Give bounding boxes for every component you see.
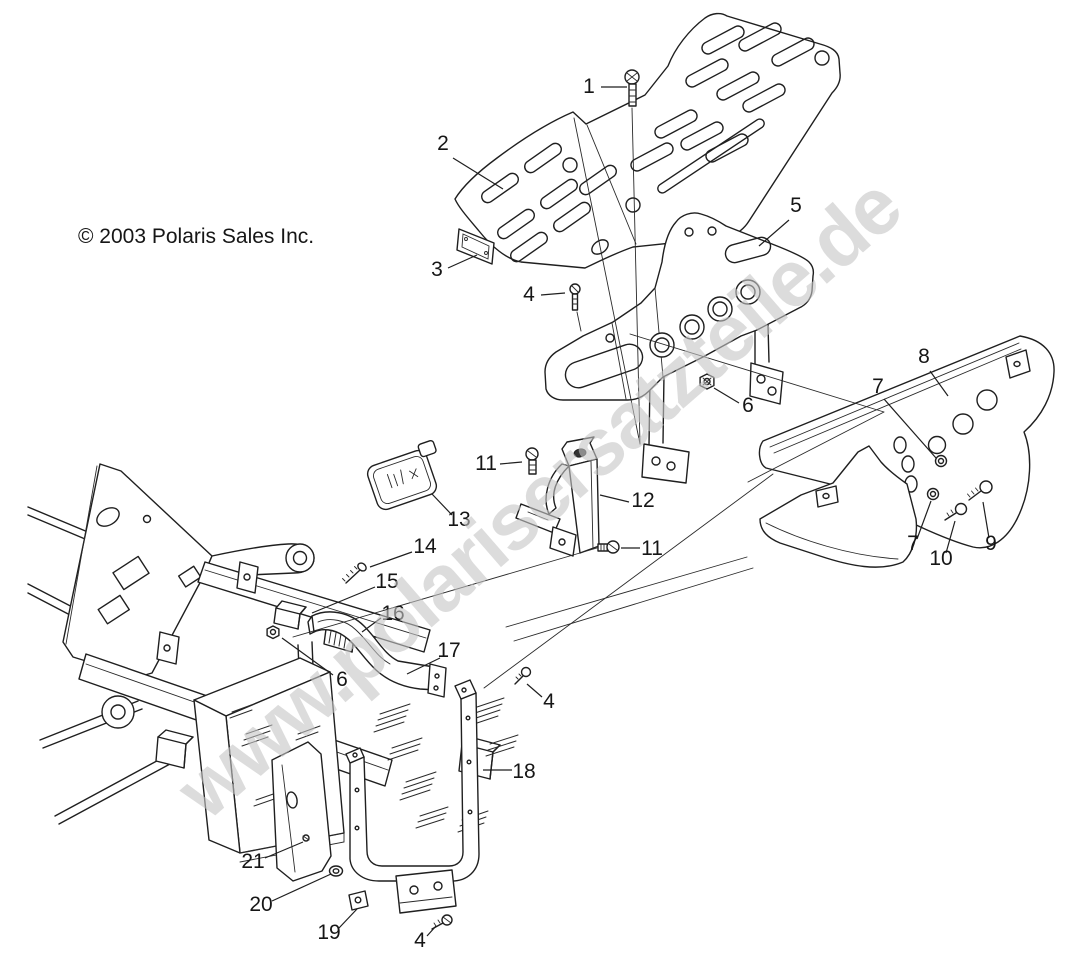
callout-number: 7 bbox=[872, 375, 884, 398]
callout-leader-line bbox=[281, 637, 334, 676]
callout-leader-line bbox=[452, 157, 504, 190]
callout-number: 12 bbox=[631, 489, 654, 512]
callout-number: 18 bbox=[512, 760, 535, 783]
screw-part10 bbox=[944, 502, 968, 521]
callout-leader-line bbox=[540, 292, 566, 296]
washer-part7-lower bbox=[926, 487, 940, 501]
callout-number: 15 bbox=[375, 570, 398, 593]
hardware-fasteners bbox=[266, 69, 993, 930]
curved-bracket-part17 bbox=[307, 611, 447, 698]
callout-number: 11 bbox=[641, 537, 663, 560]
callout-number: 1 bbox=[583, 75, 595, 98]
screw-part9 bbox=[967, 480, 993, 501]
nut-part6-upper bbox=[699, 373, 715, 390]
callout-leader-line bbox=[431, 493, 453, 516]
callout-leader-line bbox=[526, 683, 543, 698]
callout-number: 14 bbox=[413, 535, 437, 558]
callout-leader-line bbox=[338, 908, 358, 929]
screw-part1 bbox=[624, 69, 640, 107]
deflector-panel bbox=[271, 741, 332, 882]
callout-number: 10 bbox=[929, 547, 952, 570]
clip-part19 bbox=[348, 890, 369, 911]
callout-leader-line bbox=[406, 657, 441, 675]
screw-part14 bbox=[342, 562, 367, 584]
callout-leader-line bbox=[758, 219, 790, 247]
callout-number: 4 bbox=[523, 283, 535, 306]
nut-part6-lower bbox=[266, 625, 280, 640]
screw-part4-bottom bbox=[431, 914, 453, 930]
callout-number: 7 bbox=[907, 532, 919, 555]
callout-leader-line bbox=[883, 398, 937, 459]
callout-number: 2 bbox=[437, 132, 449, 155]
callout-leader-line bbox=[982, 501, 990, 539]
callout-leader-line bbox=[499, 461, 523, 465]
callout-number: 4 bbox=[414, 929, 426, 952]
grommet-part20 bbox=[328, 865, 344, 877]
callout-number: 16 bbox=[381, 602, 404, 625]
screw-part4-mid bbox=[514, 666, 532, 685]
callout-leader-line bbox=[945, 520, 956, 554]
callout-leader-line bbox=[426, 925, 437, 937]
callout-number: 6 bbox=[742, 394, 754, 417]
alignment-lines bbox=[292, 107, 885, 689]
callout-number: 4 bbox=[543, 690, 555, 713]
support-bracket-part5 bbox=[544, 212, 815, 484]
screw-part4-top bbox=[569, 283, 581, 311]
callout-leader-line bbox=[264, 841, 304, 859]
callout-leader-line bbox=[929, 370, 949, 397]
callout-leader-line bbox=[311, 586, 376, 614]
callout-number: 3 bbox=[431, 258, 443, 281]
callout-leader-line bbox=[361, 617, 382, 633]
mount-block-part15 bbox=[273, 600, 307, 630]
front-rack-part2 bbox=[454, 12, 841, 269]
callout-leader-line bbox=[916, 500, 932, 540]
bracket-part12 bbox=[515, 436, 600, 557]
callout-number: 5 bbox=[790, 194, 802, 217]
callout-number: 9 bbox=[985, 532, 997, 555]
reflector-part3 bbox=[456, 228, 495, 265]
callout-number: 20 bbox=[249, 893, 272, 916]
callout-number: 19 bbox=[317, 921, 340, 944]
callout-leader-line bbox=[599, 494, 630, 503]
copyright-notice: © 2003 Polaris Sales Inc. bbox=[78, 225, 314, 248]
panel-fins bbox=[373, 697, 519, 833]
bolt-part11-lower bbox=[597, 540, 620, 554]
callout-number: 8 bbox=[918, 345, 930, 368]
bolt-part11-upper bbox=[525, 447, 539, 475]
callout-leader-line bbox=[713, 387, 740, 404]
callout-number: 11 bbox=[475, 452, 497, 475]
pad-part13 bbox=[366, 439, 438, 511]
bumper-wing bbox=[759, 445, 918, 568]
washer-part7-upper bbox=[934, 454, 948, 468]
callout-number: 6 bbox=[336, 668, 348, 691]
callout-number: 21 bbox=[241, 850, 264, 873]
callout-number: 13 bbox=[447, 508, 470, 531]
callout-leader-line bbox=[271, 873, 332, 902]
callout-leader-line bbox=[369, 551, 413, 568]
callout-number: 17 bbox=[437, 639, 460, 662]
callout-leader-line bbox=[447, 254, 478, 269]
u-bracket-part18 bbox=[345, 679, 480, 914]
